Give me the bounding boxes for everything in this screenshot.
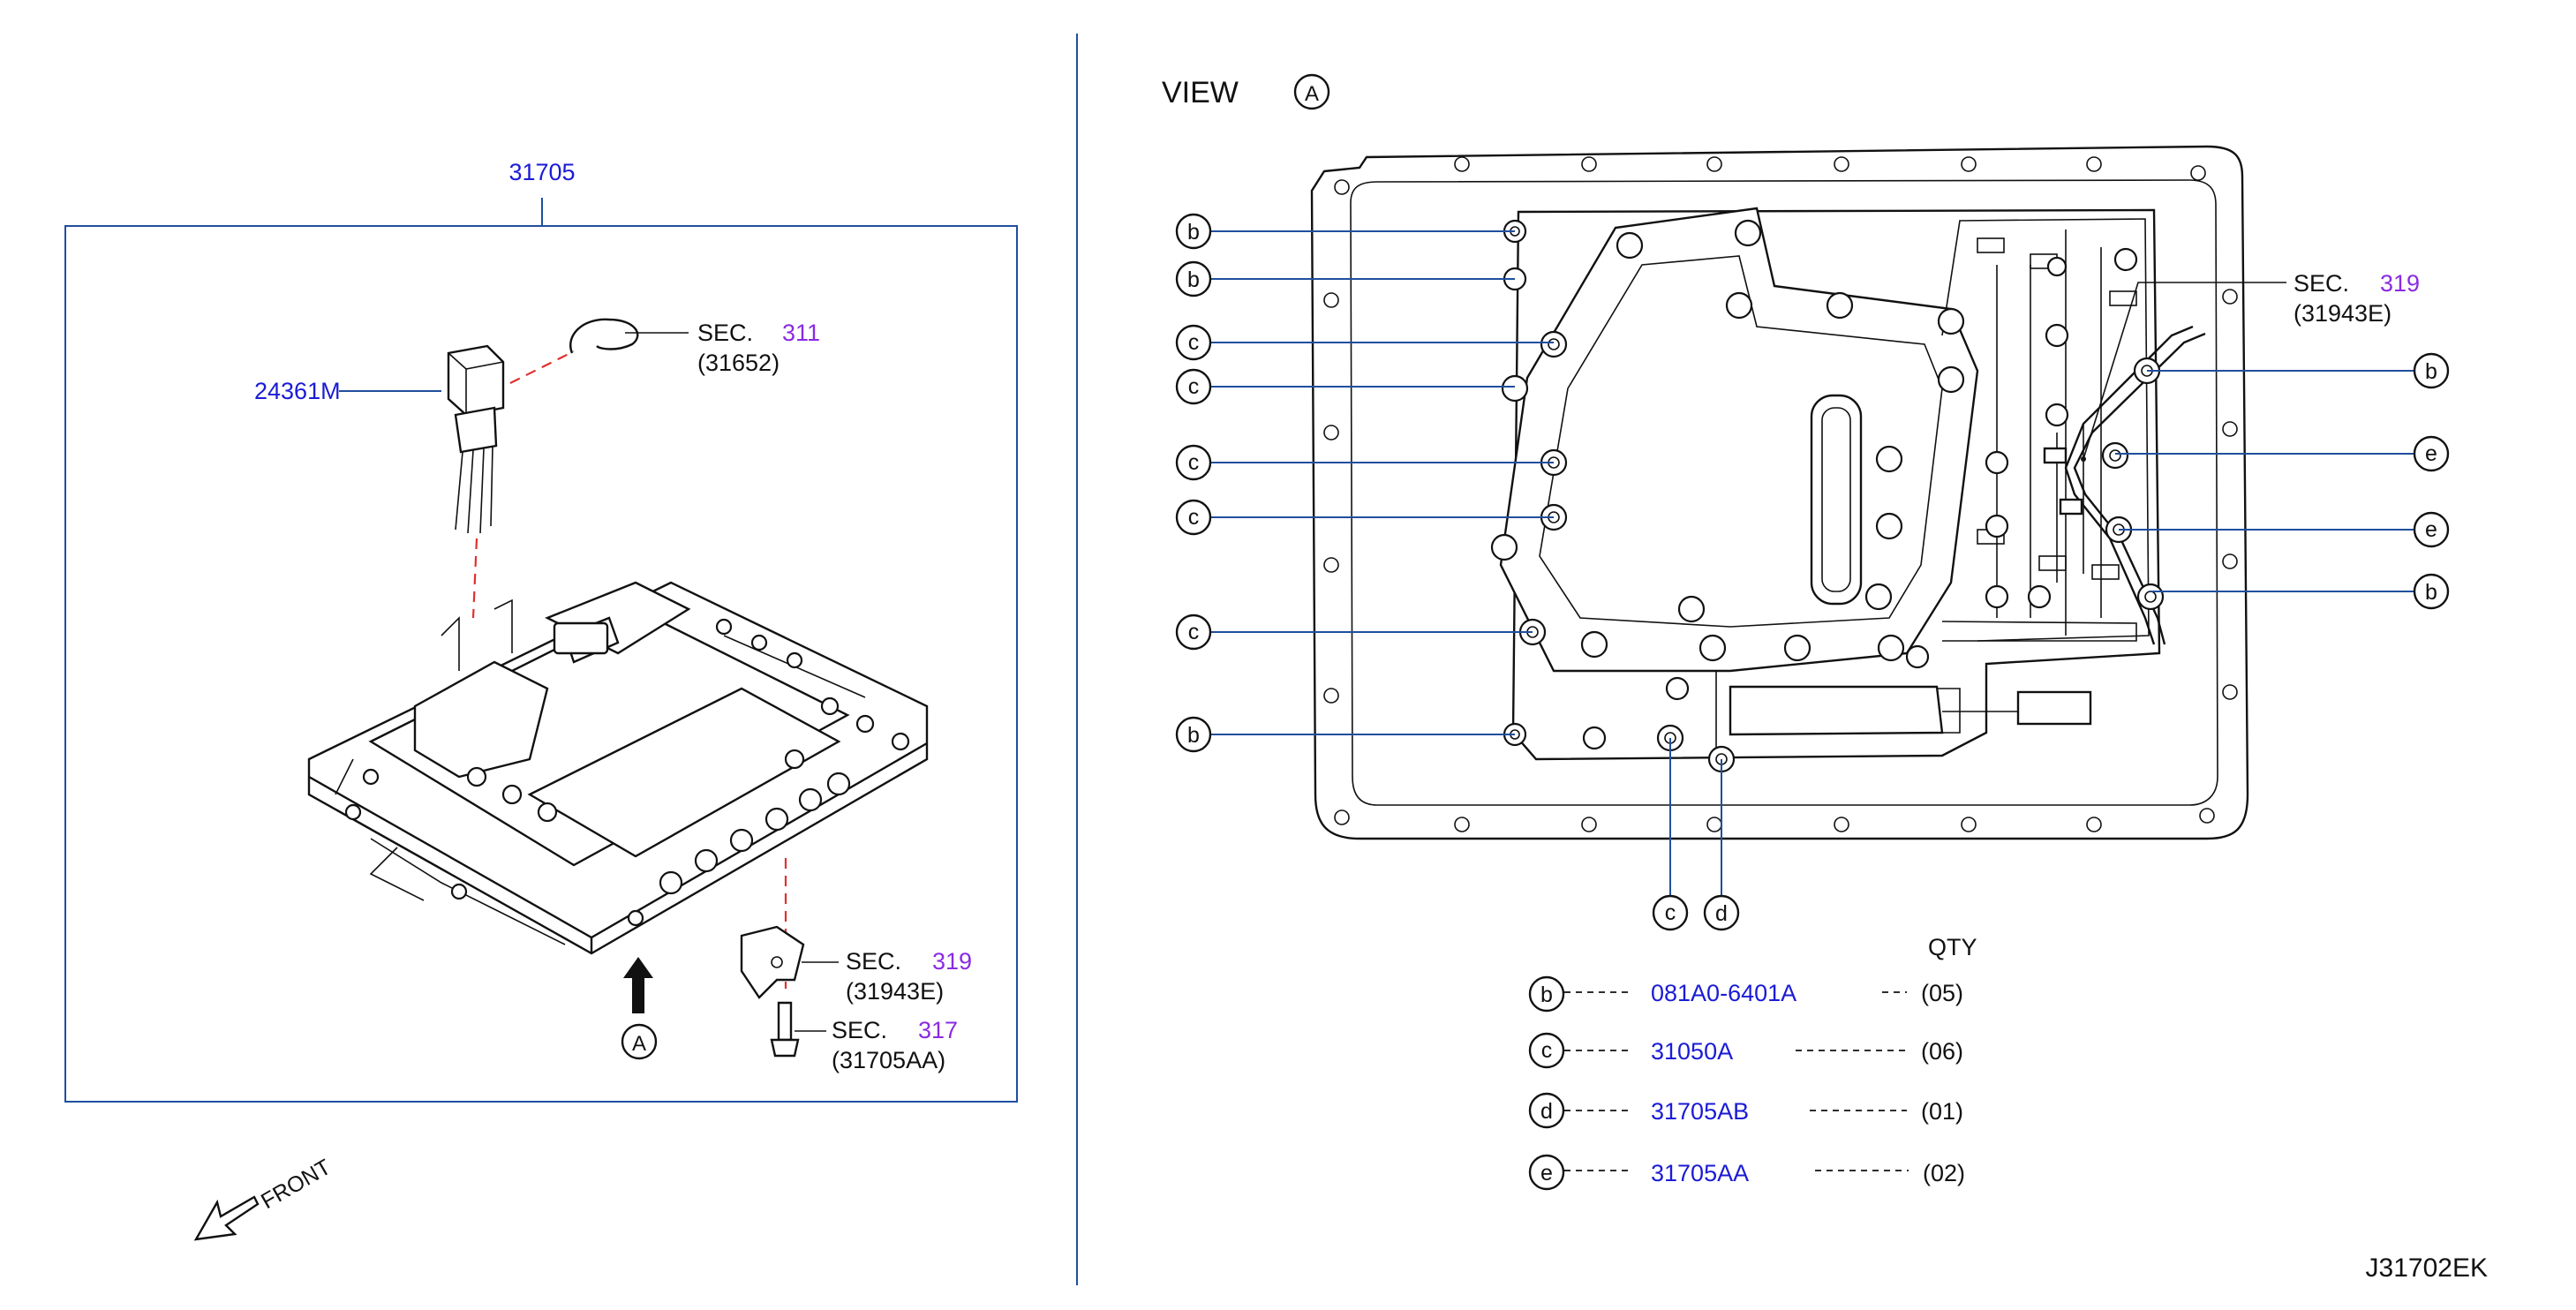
assembly-part-number[interactable]: 31705 <box>508 159 575 185</box>
row-key-e: e <box>1540 1161 1553 1186</box>
view-direction-arrow <box>623 957 653 1013</box>
front-label: FRONT <box>257 1155 335 1214</box>
qty-d: (01) <box>1921 1098 1963 1125</box>
part-number-31050a[interactable]: 31050A <box>1651 1038 1733 1065</box>
control-valve-body <box>307 581 929 955</box>
callout-left-5: c <box>1188 450 1200 475</box>
row-key-d: d <box>1540 1099 1553 1124</box>
qty-e: (02) <box>1923 1160 1965 1186</box>
callout-left-2: b <box>1187 267 1200 292</box>
front-direction-arrow <box>193 1195 260 1241</box>
sec-311-number[interactable]: 311 <box>782 320 820 346</box>
sec-317-subpart: (31705AA) <box>832 1047 945 1073</box>
sec-311-subpart: (31652) <box>697 350 780 376</box>
right-panel: VIEW A <box>1162 73 2488 1283</box>
callout-left-6: c <box>1188 505 1200 530</box>
sec-319-left-prefix: SEC. <box>846 948 901 975</box>
oil-pan-gasket <box>1310 145 2249 840</box>
sec-319-left-subpart: (31943E) <box>846 978 944 1005</box>
view-label: VIEW <box>1162 76 1239 109</box>
row-key-c: c <box>1541 1038 1553 1063</box>
parts-table: QTY b 081A0-6401A (05) c 31050A (06) d <box>1528 934 1977 1191</box>
sec-311-prefix: SEC. <box>697 320 753 346</box>
valve-body-bolt-heads <box>1490 219 2165 773</box>
left-panel: 31705 24361M SEC. 311 (31652) <box>64 159 1018 1241</box>
callout-left-7: c <box>1188 620 1200 644</box>
sensor-component <box>447 344 505 534</box>
sec-319-right-prefix: SEC. <box>2294 270 2349 297</box>
part-number-31705ab[interactable]: 31705AB <box>1651 1098 1749 1125</box>
callout-right-1: b <box>2425 359 2437 384</box>
qty-header: QTY <box>1928 934 1977 960</box>
part-number-31705aa[interactable]: 31705AA <box>1651 1160 1749 1186</box>
part-number-081a0-6401a[interactable]: 081A0-6401A <box>1651 980 1796 1006</box>
valve-body-bolts <box>344 618 910 927</box>
sec-319-right-subpart: (31943E) <box>2294 300 2391 327</box>
qty-b: (05) <box>1921 980 1963 1006</box>
callout-left-4: c <box>1188 374 1200 399</box>
callout-right-3: e <box>2425 517 2437 542</box>
sec-317-prefix: SEC. <box>832 1017 887 1043</box>
row-key-b: b <box>1540 982 1553 1007</box>
sec-317-number[interactable]: 317 <box>918 1017 958 1043</box>
bottom-callouts: c d <box>1652 738 1740 931</box>
parts-table-row: b 081A0-6401A (05) <box>1528 975 1963 1013</box>
gasket-holes <box>1323 156 2238 832</box>
view-marker-a-left: A <box>632 1032 646 1056</box>
valve-body-bottom-view <box>1499 207 2286 761</box>
callout-bottom-2: d <box>1715 901 1728 926</box>
diagram-id: J31702EK <box>2366 1254 2488 1283</box>
callout-left-8: b <box>1187 723 1200 748</box>
parts-table-row: e 31705AA (02) <box>1528 1154 1965 1191</box>
callout-right-2: e <box>2425 441 2437 466</box>
callout-right-4: b <box>2425 580 2437 605</box>
parts-table-row: d 31705AB (01) <box>1528 1092 1963 1129</box>
sec-319-right-number[interactable]: 319 <box>2380 270 2420 297</box>
callout-bottom-1: c <box>1665 900 1676 925</box>
callout-left-1: b <box>1187 220 1200 245</box>
callout-left-3: c <box>1188 330 1200 355</box>
view-marker-a-right: A <box>1305 82 1319 106</box>
qty-c: (06) <box>1921 1038 1963 1065</box>
parts-table-row: c 31050A (06) <box>1528 1032 1963 1069</box>
right-callouts: b e e b <box>2115 352 2450 610</box>
sec-319-left-number[interactable]: 319 <box>932 948 972 975</box>
part-number-24361m[interactable]: 24361M <box>254 378 341 404</box>
left-callouts: b b c c c c c b <box>1175 213 1554 753</box>
